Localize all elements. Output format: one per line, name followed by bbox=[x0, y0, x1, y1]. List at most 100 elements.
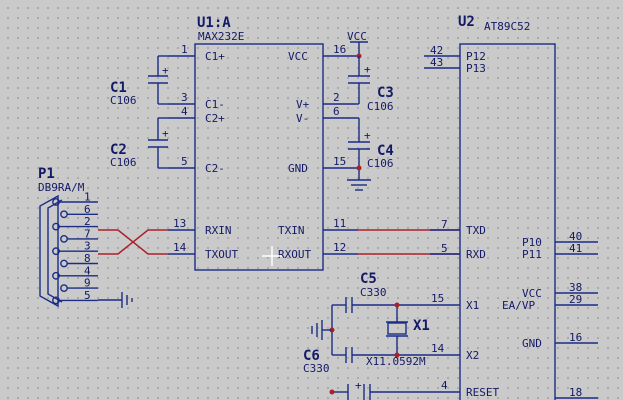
u1-pin-name: GND bbox=[288, 162, 308, 175]
u1-part: MAX232E bbox=[198, 30, 244, 43]
u2-pin-num: 29 bbox=[569, 293, 582, 306]
u1-pin-num: 3 bbox=[181, 91, 188, 104]
svg-text:+: + bbox=[364, 129, 371, 142]
u2-pin-num: 15 bbox=[431, 292, 444, 305]
db9-pin-number: 2 bbox=[84, 215, 91, 228]
db9-pin-number: 4 bbox=[84, 264, 91, 277]
u2-pin-num: 42 bbox=[430, 44, 443, 57]
u1-pin-num: 12 bbox=[333, 241, 346, 254]
c6-value: C330 bbox=[303, 362, 330, 375]
db9-pin-contact[interactable] bbox=[60, 284, 68, 292]
ground-icon bbox=[311, 320, 323, 340]
db9-pin-contact[interactable] bbox=[60, 234, 68, 243]
u2-pin-num: 7 bbox=[441, 218, 448, 231]
vcc-symbol: VCC bbox=[347, 30, 368, 56]
u2-pin-num: 16 bbox=[569, 331, 582, 344]
db9-pin-number: 3 bbox=[84, 240, 91, 253]
u1-pin-num: 5 bbox=[181, 155, 188, 168]
db9-pin-number: 1 bbox=[84, 191, 91, 204]
u2-ref: U2 bbox=[458, 14, 475, 30]
u2-pin-name: P10 bbox=[522, 236, 542, 249]
capacitor-c4[interactable]: + bbox=[348, 117, 371, 180]
svg-text:+: + bbox=[162, 127, 169, 140]
u1-left-pins: 1 3 4 5 13 14 C1+ C1- C2+ C2- RXIN TXOUT bbox=[168, 43, 238, 261]
u1-pin-num: 14 bbox=[173, 241, 187, 254]
u2-pin-num: 18 bbox=[569, 386, 582, 399]
u2-right-pins: 40 41 38 29 16 18 P10 P11 VCC EA/VP GND bbox=[502, 230, 598, 399]
db9-pin-number: 9 bbox=[84, 277, 91, 290]
p1-part: DB9RA/M bbox=[38, 181, 85, 194]
u2-pin-name: P13 bbox=[466, 62, 486, 75]
c3-ref: C3 bbox=[377, 85, 394, 101]
c2-value: C106 bbox=[110, 156, 137, 169]
u1-right-pins: 16 2 6 15 11 12 VCC V+ V- GND TXIN RXOUT bbox=[278, 43, 358, 261]
db9-pin-number: 7 bbox=[84, 227, 91, 240]
u1-pin-name: V+ bbox=[296, 98, 310, 111]
u1-body[interactable] bbox=[194, 43, 324, 271]
u2-part: AT89C52 bbox=[484, 20, 530, 33]
c2-ref: C2 bbox=[110, 142, 127, 158]
u2-pin-name: GND bbox=[522, 337, 542, 350]
c5-ref: C5 bbox=[360, 271, 377, 287]
u2-left-pins: 42 43 7 5 15 14 4 P12 P13 TXD RXD X1 X2 … bbox=[418, 44, 499, 399]
db9-pin-number: 6 bbox=[84, 203, 91, 216]
capacitor-c2[interactable]: + bbox=[148, 117, 169, 169]
capacitor-c3[interactable]: + bbox=[348, 56, 371, 105]
capacitor-c5[interactable] bbox=[332, 297, 418, 313]
u1-ref: U1:A bbox=[197, 15, 231, 31]
u2-pin-num: 38 bbox=[569, 281, 582, 294]
u1-pin-num: 6 bbox=[333, 105, 340, 118]
c1-value: C106 bbox=[110, 94, 137, 107]
svg-text:+: + bbox=[162, 64, 169, 77]
c3-value: C106 bbox=[367, 100, 394, 113]
u1-pin-num: 13 bbox=[173, 217, 186, 230]
crosshair-cursor-icon bbox=[262, 246, 282, 266]
db9-pin-contact[interactable] bbox=[60, 259, 68, 268]
db9-pin-number: 8 bbox=[84, 252, 91, 265]
u1-pin-name: RXOUT bbox=[278, 248, 311, 261]
u2-pin-name: EA/VP bbox=[502, 299, 535, 312]
u1-pin-name: C1+ bbox=[205, 50, 225, 63]
capacitor-reset[interactable]: + bbox=[332, 379, 418, 400]
c4-value: C106 bbox=[367, 157, 394, 170]
u2-pin-name: P12 bbox=[466, 50, 486, 63]
crystal-x1[interactable] bbox=[386, 305, 408, 355]
ground-icon bbox=[347, 179, 371, 191]
db9-pin-number: 5 bbox=[84, 289, 91, 302]
svg-text:VCC: VCC bbox=[347, 30, 367, 43]
u1-pin-name: C2- bbox=[205, 162, 225, 175]
u1-pin-name: TXOUT bbox=[205, 248, 238, 261]
u1-pin-name: VCC bbox=[288, 50, 308, 63]
u1-pin-name: RXIN bbox=[205, 224, 232, 237]
u2-pin-name: X2 bbox=[466, 349, 479, 362]
u2-pin-num: 40 bbox=[569, 230, 582, 243]
u2-pin-num: 43 bbox=[430, 56, 443, 69]
c1-ref: C1 bbox=[110, 80, 127, 96]
u2-pin-name: TXD bbox=[466, 224, 486, 237]
net-rs232-b[interactable] bbox=[98, 229, 168, 255]
c6-ref: C6 bbox=[303, 348, 320, 364]
u2-pin-num: 5 bbox=[441, 242, 448, 255]
u2-body[interactable] bbox=[459, 43, 556, 400]
u1-pin-name: C2+ bbox=[205, 112, 225, 125]
db9-pin-contact[interactable] bbox=[60, 210, 68, 219]
u1-pin-num: 11 bbox=[333, 217, 346, 230]
u1-pin-name: V- bbox=[296, 112, 309, 125]
svg-text:+: + bbox=[364, 63, 371, 76]
u1-pin-num: 4 bbox=[181, 105, 188, 118]
capacitor-c1[interactable]: + bbox=[148, 55, 169, 105]
u1-pin-name: C1- bbox=[205, 98, 225, 111]
u2-pin-num: 4 bbox=[441, 379, 448, 392]
x1-value: X11.0592M bbox=[366, 355, 426, 368]
u1-pin-num: 16 bbox=[333, 43, 346, 56]
u2-pin-name: VCC bbox=[522, 287, 542, 300]
u1-pin-num: 1 bbox=[181, 43, 188, 56]
svg-text:+: + bbox=[355, 379, 362, 392]
u1-pin-name: TXIN bbox=[278, 224, 305, 237]
x1-ref: X1 bbox=[413, 318, 430, 334]
capacitor-c6[interactable] bbox=[332, 347, 418, 363]
p1-ref: P1 bbox=[38, 166, 55, 182]
